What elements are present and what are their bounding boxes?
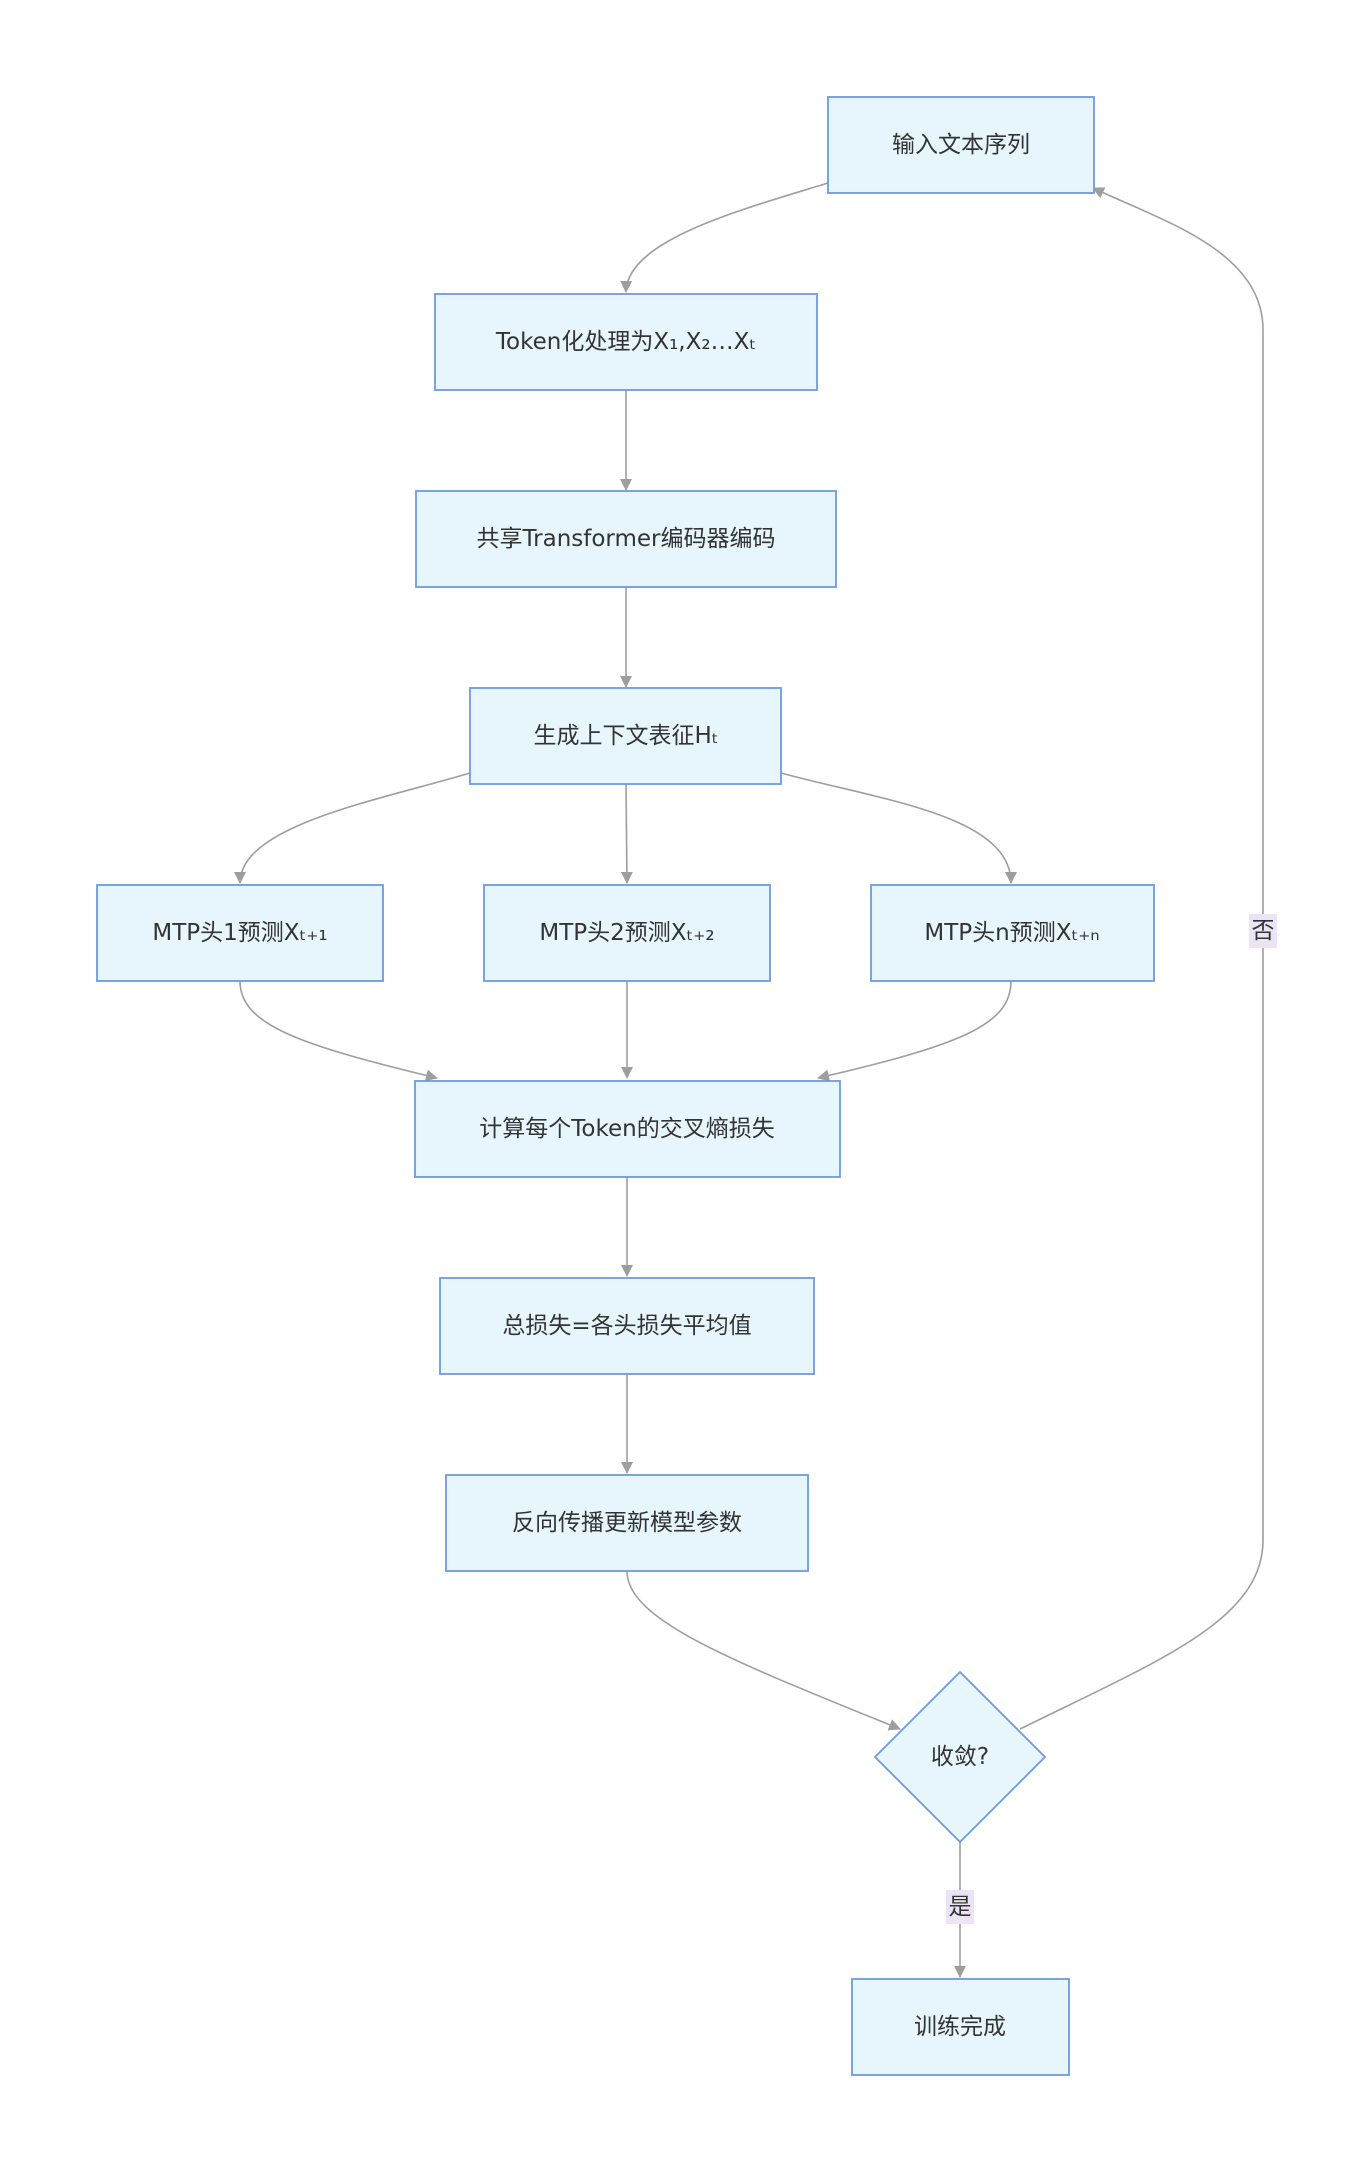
node-converged: 收敛? (873, 1670, 1047, 1844)
svg-text:计算每个Token的交叉熵损失: 计算每个Token的交叉熵损失 (479, 1116, 774, 1142)
svg-text:总损失=各头损失平均值: 总损失=各头损失平均值 (502, 1313, 751, 1339)
node-done: 训练完成 (851, 1978, 1070, 2076)
svg-text:训练完成: 训练完成 (914, 2014, 1006, 2040)
svg-text:Token化处理为X₁,X₂…Xₜ: Token化处理为X₁,X₂…Xₜ (495, 329, 756, 355)
node-tokenize: Token化处理为X₁,X₂…Xₜ (434, 293, 818, 391)
edge-context-to-headn (780, 772, 1017, 884)
edge-context-to-head1 (234, 772, 471, 884)
edge-headn-to-loss (817, 980, 1012, 1082)
edges (234, 182, 1264, 1978)
node-input: 输入文本序列 (827, 96, 1095, 194)
edge-head1-to-loss (239, 980, 438, 1082)
svg-text:MTP头n预测Xₜ₊ₙ: MTP头n预测Xₜ₊ₙ (924, 920, 1099, 946)
edge-converged-to-input-no (1019, 187, 1264, 1730)
node-head1: MTP头1预测Xₜ₊₁ (96, 884, 384, 982)
edge-input-to-tokenize (620, 182, 829, 293)
svg-text:否: 否 (1252, 918, 1275, 944)
node-backprop: 反向传播更新模型参数 (445, 1474, 809, 1572)
svg-text:MTP头1预测Xₜ₊₁: MTP头1预测Xₜ₊₁ (152, 920, 327, 946)
edge-context-to-head2 (620, 783, 633, 884)
node-headn: MTP头n预测Xₜ₊ₙ (870, 884, 1155, 982)
node-total-loss: 总损失=各头损失平均值 (439, 1277, 815, 1375)
svg-text:共享Transformer编码器编码: 共享Transformer编码器编码 (476, 526, 775, 552)
svg-text:生成上下文表征Hₜ: 生成上下文表征Hₜ (533, 723, 718, 749)
node-encoder: 共享Transformer编码器编码 (415, 490, 837, 588)
edge-label-yes: 是 (946, 1890, 974, 1924)
svg-text:输入文本序列: 输入文本序列 (892, 132, 1030, 158)
edge-label-no: 否 (1249, 914, 1277, 948)
node-head2: MTP头2预测Xₜ₊₂ (483, 884, 771, 982)
node-context: 生成上下文表征Hₜ (469, 687, 782, 785)
svg-text:反向传播更新模型参数: 反向传播更新模型参数 (512, 1510, 742, 1536)
edge-backprop-to-converged (626, 1570, 901, 1731)
svg-text:MTP头2预测Xₜ₊₂: MTP头2预测Xₜ₊₂ (539, 920, 714, 946)
node-loss: 计算每个Token的交叉熵损失 (414, 1080, 841, 1178)
svg-text:收敛?: 收敛? (931, 1744, 989, 1770)
svg-text:是: 是 (949, 1894, 972, 1920)
